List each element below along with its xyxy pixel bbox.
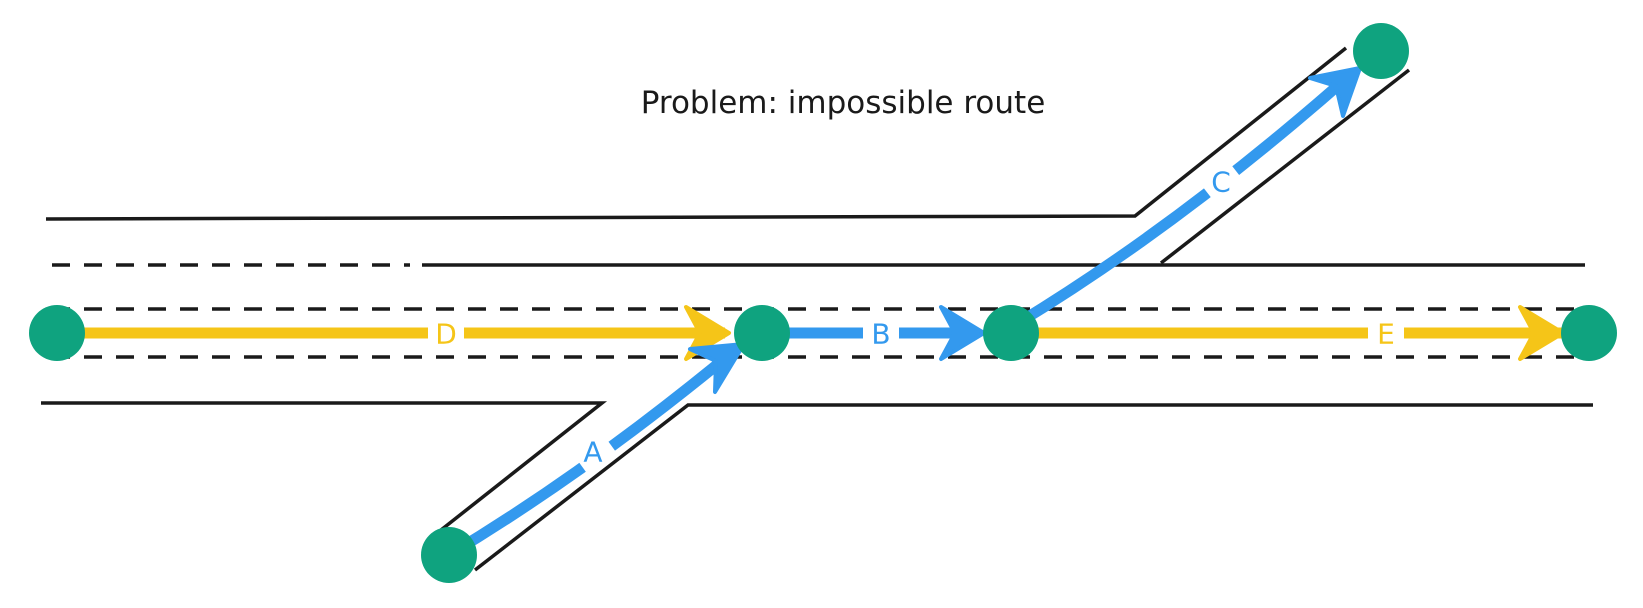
route-d-label-bg (428, 315, 464, 351)
road-bottom-left-edge (41, 401, 608, 532)
route-d: D (57, 305, 731, 361)
route-c-label: C (1211, 166, 1231, 199)
route-a-arrowhead (688, 342, 746, 394)
route-a: A (446, 342, 746, 560)
route-b-arrowhead (939, 305, 986, 361)
route-b-label: B (871, 318, 890, 351)
route-c-arrowhead (1308, 66, 1362, 118)
node-left-start (29, 305, 85, 361)
node-ramp-entry (421, 527, 477, 583)
route-a-label: A (583, 436, 602, 469)
node-diverge (983, 305, 1039, 361)
route-c-label-bg (1195, 155, 1247, 207)
route-c-line (1012, 70, 1354, 330)
route-e-arrowhead (1518, 305, 1565, 361)
node-right-end (1561, 305, 1617, 361)
route-b: B (762, 305, 986, 361)
node-merge (734, 305, 790, 361)
ramp-c-outer-edge (1159, 68, 1411, 265)
node-ramp-exit (1353, 23, 1409, 79)
route-a-label-bg (567, 425, 619, 477)
road-top-edge (45, 46, 1348, 221)
route-d-arrowhead (684, 305, 731, 361)
nodes (29, 23, 1617, 583)
route-e-label: E (1377, 318, 1395, 351)
route-d-label: D (435, 318, 457, 351)
road-bottom-right-edge (473, 403, 1593, 572)
road-markings (41, 46, 1593, 572)
route-b-label-bg (863, 315, 899, 351)
route-e: E (1011, 305, 1589, 361)
route-e-label-bg (1368, 315, 1404, 351)
diagram-title: Problem: impossible route (641, 85, 1046, 121)
route-c: C (1012, 66, 1362, 330)
